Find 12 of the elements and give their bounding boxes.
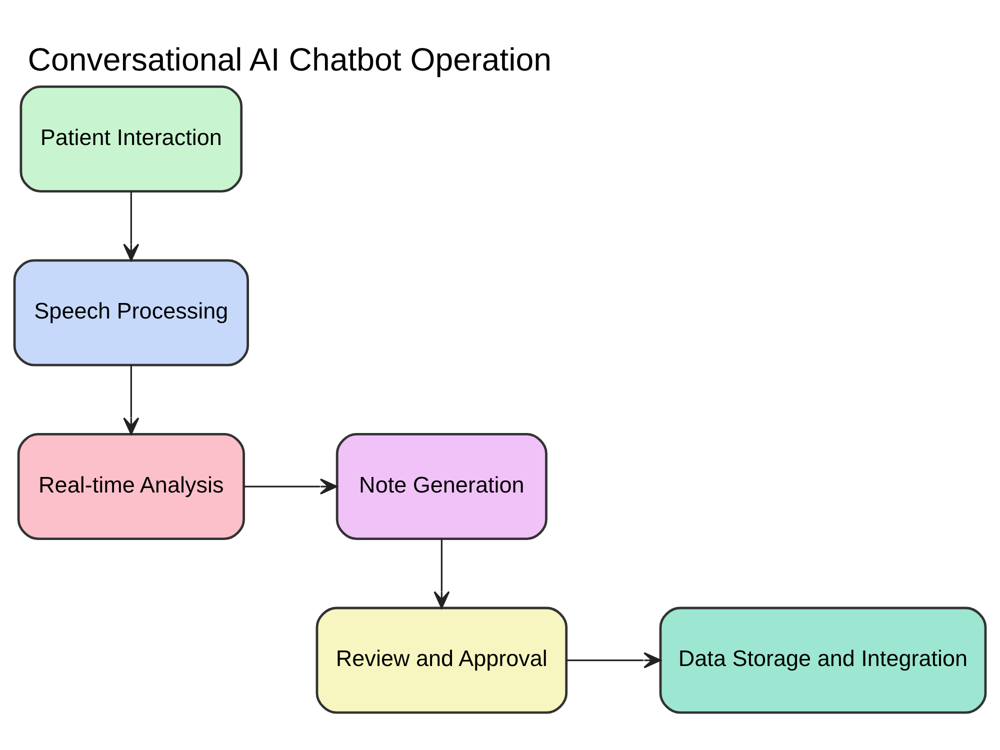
- arrow: [123, 190, 140, 261]
- node-box: Review and Approval: [316, 606, 568, 714]
- arrow: [566, 652, 662, 668]
- node-box: Real-time Analysis: [17, 432, 245, 540]
- node-box: Speech Processing: [13, 258, 250, 366]
- arrow: [244, 478, 338, 494]
- node-box: Patient Interaction: [20, 85, 243, 192]
- diagram-title: Conversational AI Chatbot Operation: [28, 41, 552, 78]
- node-box: Note Generation: [336, 432, 548, 540]
- arrow: [434, 538, 450, 608]
- arrow: [123, 364, 140, 434]
- node-box: Data Storage and Integration: [659, 606, 987, 714]
